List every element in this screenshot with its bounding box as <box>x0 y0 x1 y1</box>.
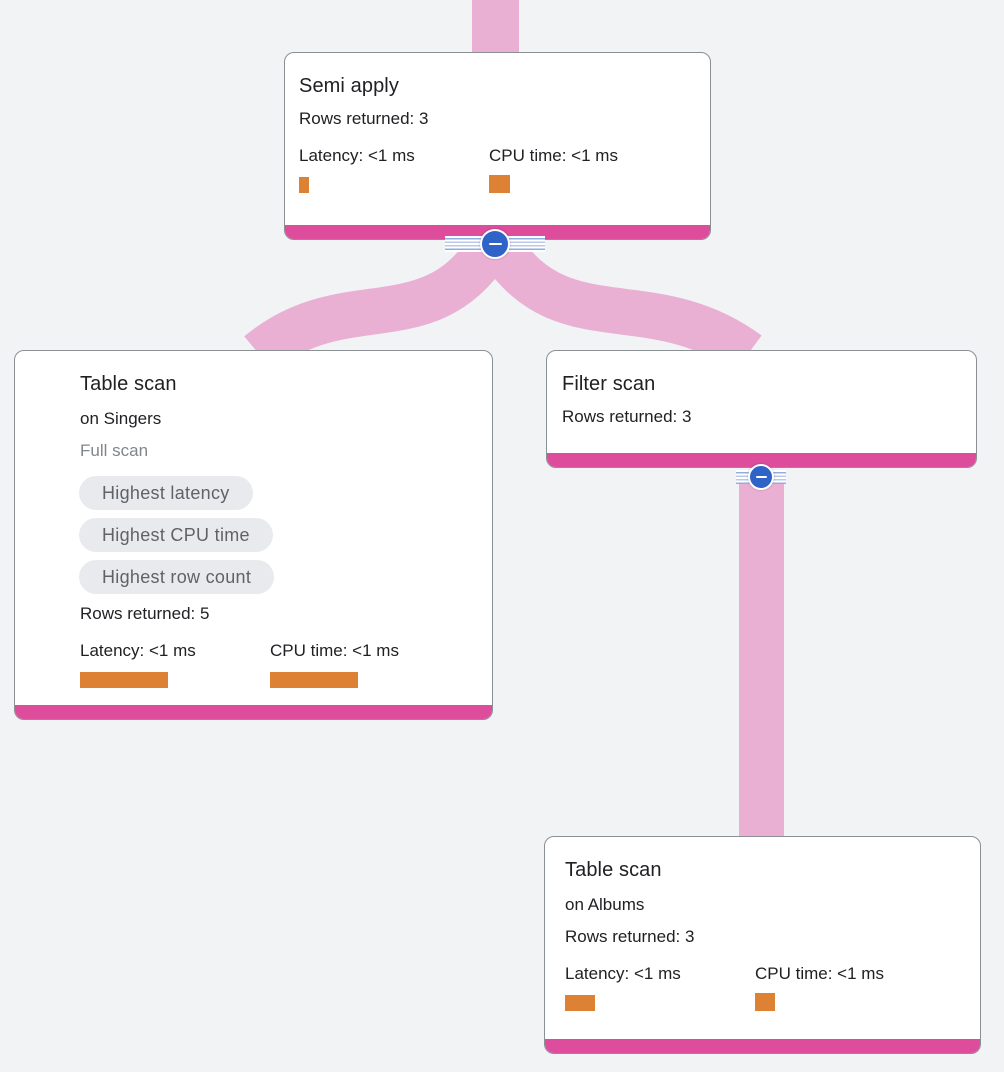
node-table-scan-singers[interactable]: Table scan on Singers Full scan Highest … <box>14 350 493 720</box>
cpu-time-label: CPU time: <1 ms <box>755 964 884 983</box>
node-title: Semi apply <box>299 75 399 97</box>
rows-returned: Rows returned: 5 <box>80 604 210 623</box>
node-footer-bar <box>15 705 492 719</box>
edge-filter-scan-to-table-scan-albums <box>739 470 784 840</box>
latency-bar <box>299 177 309 193</box>
collapse-minus-icon[interactable] <box>748 464 774 490</box>
latency-label: Latency: <1 ms <box>80 641 196 660</box>
latency-label: Latency: <1 ms <box>299 146 415 165</box>
rows-returned: Rows returned: 3 <box>562 407 692 426</box>
cpu-time-metric: CPU time: <1 ms <box>270 639 476 688</box>
cpu-time-bar <box>270 672 358 688</box>
edge-semi-apply-to-table-scan-singers <box>244 231 512 373</box>
rows-returned: Rows returned: 3 <box>299 109 429 128</box>
edge-into-semi-apply <box>472 0 519 54</box>
cpu-time-bar <box>489 175 510 193</box>
node-title: Filter scan <box>562 373 656 395</box>
latency-metric: Latency: <1 ms <box>80 639 270 688</box>
badge-list: Highest latency Highest CPU time Highest… <box>79 476 476 594</box>
cpu-time-metric: CPU time: <1 ms <box>489 144 694 193</box>
cpu-time-metric: CPU time: <1 ms <box>755 962 964 1011</box>
cpu-time-bar <box>755 993 775 1011</box>
badge-highest-cpu-time: Highest CPU time <box>79 518 273 552</box>
cpu-time-label: CPU time: <1 ms <box>270 641 399 660</box>
collapse-minus-icon[interactable] <box>480 229 510 259</box>
collapse-button-semi-apply[interactable] <box>445 229 545 259</box>
latency-bar <box>80 672 168 688</box>
collapse-button-filter-scan[interactable] <box>736 464 786 490</box>
node-subtitle: on Singers <box>80 409 162 428</box>
node-title: Table scan <box>565 859 662 881</box>
node-title: Table scan <box>80 373 177 395</box>
edge-semi-apply-to-filter-scan <box>478 231 762 373</box>
scan-type-label: Full scan <box>80 441 149 460</box>
node-subtitle: on Albums <box>565 895 645 914</box>
node-footer-bar <box>545 1039 980 1053</box>
node-filter-scan[interactable]: Filter scan Rows returned: 3 <box>546 350 977 468</box>
node-footer-bar <box>547 453 976 467</box>
node-semi-apply[interactable]: Semi apply Rows returned: 3 Latency: <1 … <box>284 52 711 240</box>
badge-highest-latency: Highest latency <box>79 476 253 510</box>
latency-label: Latency: <1 ms <box>565 964 681 983</box>
latency-bar <box>565 995 595 1011</box>
latency-metric: Latency: <1 ms <box>565 962 755 1011</box>
rows-returned: Rows returned: 3 <box>565 927 695 946</box>
node-table-scan-albums[interactable]: Table scan on Albums Rows returned: 3 La… <box>544 836 981 1054</box>
badge-highest-row-count: Highest row count <box>79 560 275 594</box>
cpu-time-label: CPU time: <1 ms <box>489 146 618 165</box>
latency-metric: Latency: <1 ms <box>299 144 489 193</box>
